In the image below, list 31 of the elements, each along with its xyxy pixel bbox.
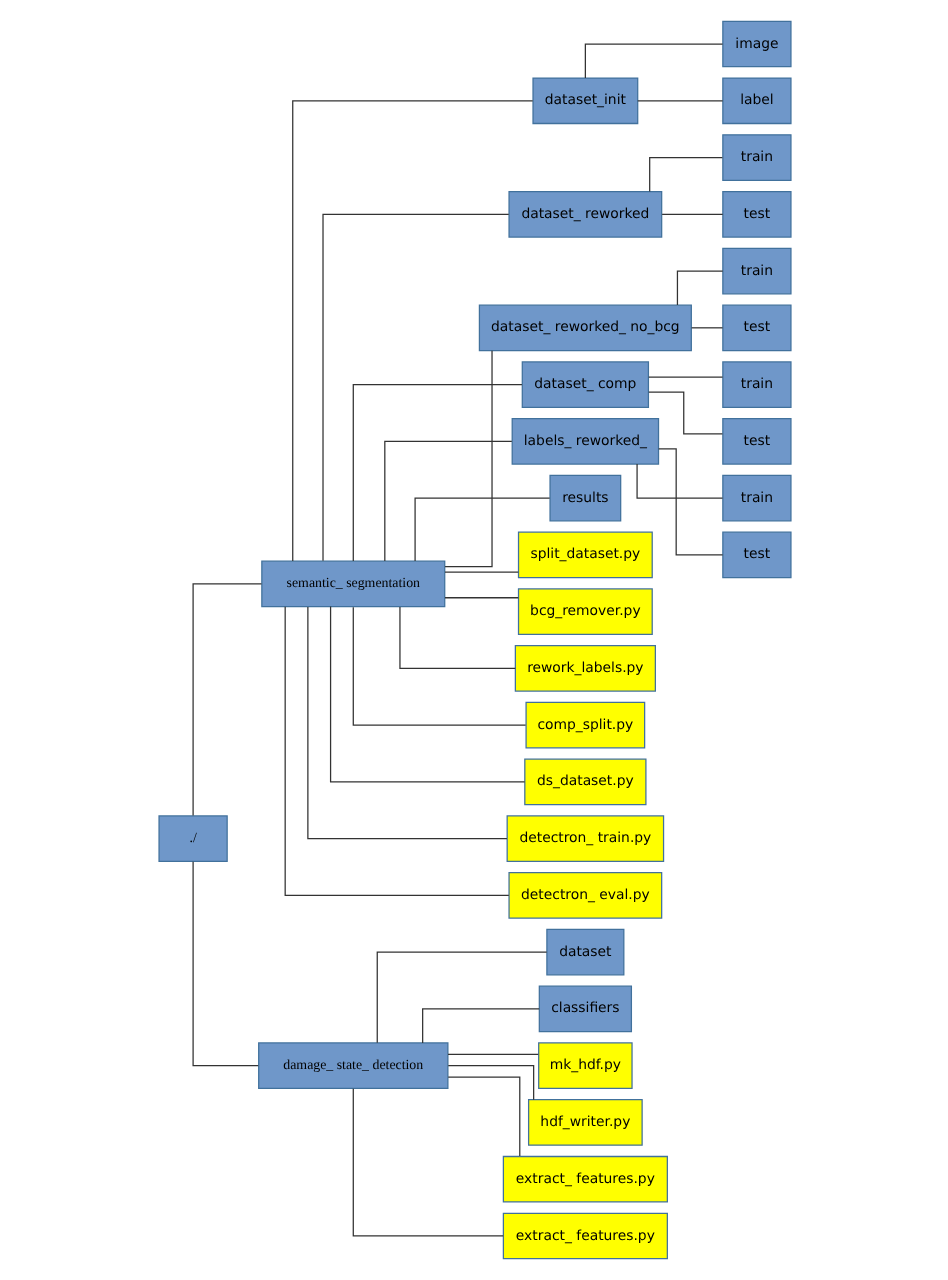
connector bbox=[383, 440, 512, 562]
connector bbox=[191, 583, 262, 817]
connector bbox=[375, 951, 547, 1044]
connector bbox=[446, 1065, 534, 1101]
connector bbox=[443, 597, 518, 599]
connector bbox=[351, 1088, 503, 1237]
connector bbox=[660, 213, 723, 215]
connector bbox=[291, 100, 533, 562]
connector bbox=[191, 861, 258, 1067]
connector bbox=[583, 43, 723, 79]
connector bbox=[443, 571, 518, 573]
connector bbox=[689, 327, 723, 329]
connector bbox=[283, 606, 509, 897]
connector bbox=[328, 605, 525, 783]
connector bbox=[321, 213, 509, 562]
connector bbox=[647, 391, 723, 435]
connector bbox=[398, 606, 515, 669]
connector bbox=[351, 606, 526, 726]
connector bbox=[446, 1076, 520, 1157]
connector bbox=[446, 1053, 538, 1055]
connector bbox=[351, 383, 522, 562]
connector bbox=[636, 100, 723, 102]
connector bbox=[443, 350, 492, 568]
connector bbox=[421, 1008, 539, 1044]
connector bbox=[635, 463, 723, 499]
connector bbox=[413, 497, 550, 562]
connector bbox=[647, 376, 723, 378]
connector bbox=[648, 156, 722, 193]
connector bbox=[657, 448, 723, 556]
connector bbox=[306, 606, 507, 840]
connector bbox=[675, 270, 723, 306]
